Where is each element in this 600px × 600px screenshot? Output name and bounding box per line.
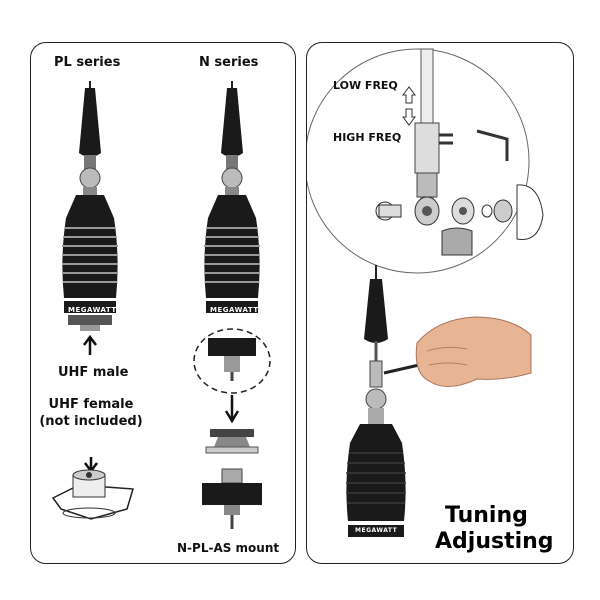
- pl-brand-badge: MEGAWATT: [68, 306, 117, 314]
- uhf-female-connector: [51, 457, 134, 520]
- tuning-illustration: [307, 48, 544, 537]
- n-brand-badge: MEGAWATT: [210, 306, 259, 314]
- uhf-female-label: UHF female: [48, 397, 134, 412]
- pl-series-label: PL series: [54, 55, 121, 70]
- low-freq-label: LOW FREQ: [333, 79, 398, 92]
- tuning-title: Tuning: [445, 503, 528, 528]
- tuning-adjusting-panel: LOW FREQ HIGH FREQ MEGAWATT Tuning Adjus…: [306, 42, 574, 564]
- pl-n-series-panel: PL series N series MEGAWATT MEGAWATT UHF…: [30, 42, 296, 564]
- not-included-note: (not included): [39, 414, 143, 429]
- mount-label: N-PL-AS mount: [177, 541, 280, 555]
- high-freq-label: HIGH FREQ: [333, 131, 402, 144]
- magnified-detail: [307, 48, 544, 274]
- n-series-label: N series: [199, 55, 259, 70]
- bottom-brand-badge: MEGAWATT: [355, 527, 398, 534]
- pl-series-antenna: [62, 81, 118, 355]
- series-illustration: [51, 81, 271, 529]
- hand-with-hex-key: [383, 316, 532, 387]
- n-series-antenna: [193, 81, 271, 529]
- tuning-antenna: [346, 265, 406, 537]
- uhf-male-label: UHF male: [58, 365, 129, 380]
- adjusting-title: Adjusting: [435, 529, 554, 554]
